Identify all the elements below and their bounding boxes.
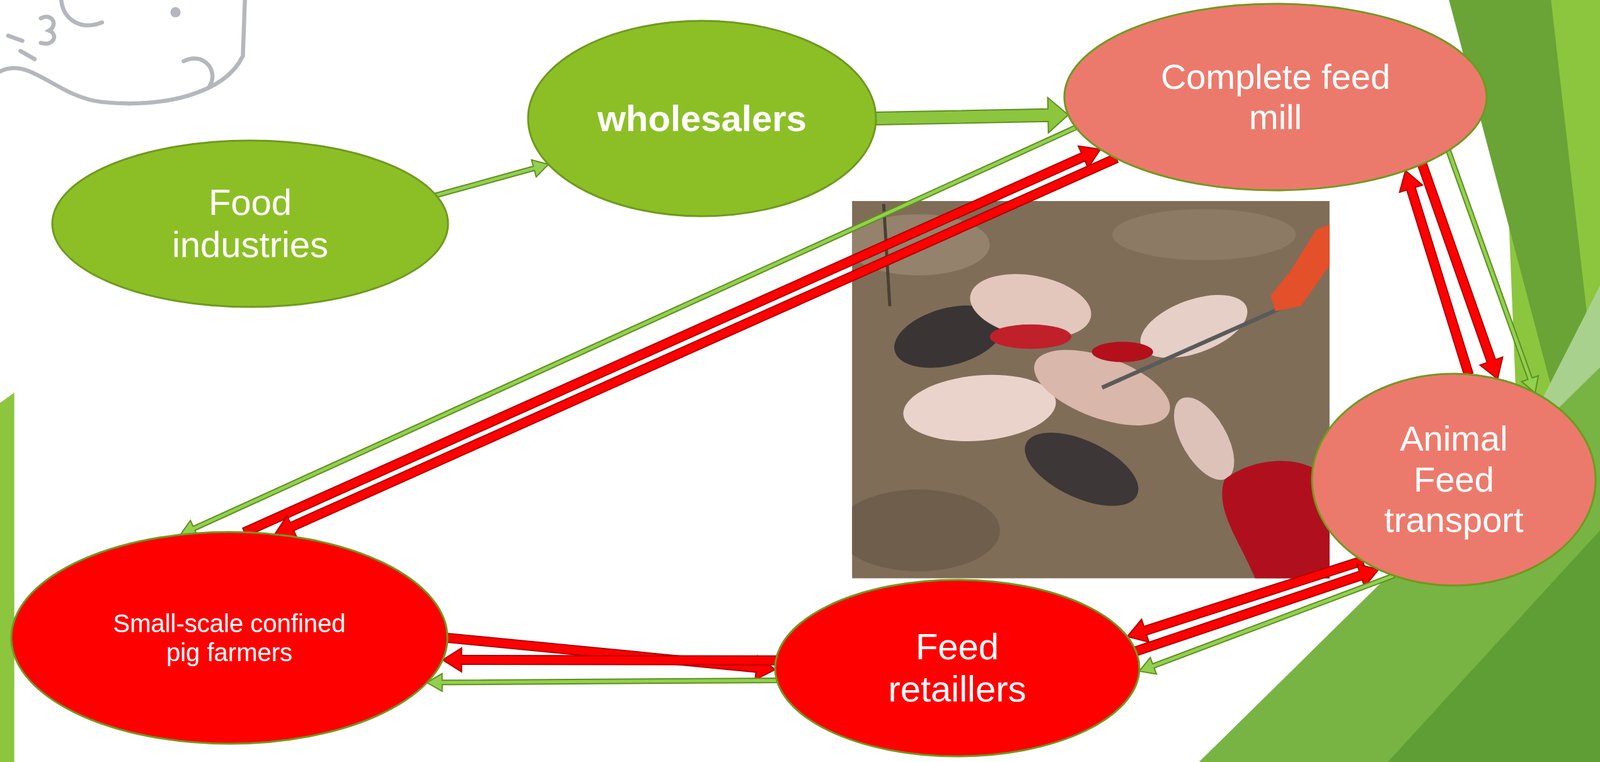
pig-eye <box>170 6 181 18</box>
ellipse-shape <box>775 579 1140 757</box>
glove <box>1270 224 1330 312</box>
flow-arrow <box>875 97 1069 133</box>
pig-ear <box>61 0 103 26</box>
node-label: Animal Feed transport <box>1368 418 1539 541</box>
pig-mark <box>8 35 23 41</box>
process-ellipse: Small-scale confined pig farmers <box>10 530 449 745</box>
process-ellipse: Complete feed mill <box>1063 2 1488 192</box>
blood <box>989 324 1072 350</box>
ellipse-shape <box>1312 373 1596 586</box>
pig-mark <box>40 16 55 44</box>
soil-patch <box>1112 209 1296 261</box>
label-group: wholesalers <box>597 97 807 140</box>
ellipse-shape <box>52 140 449 307</box>
process-ellipse: Animal Feed transport <box>1310 372 1597 587</box>
node-label: Small-scale confined pig farmers <box>97 608 362 667</box>
pig-outline <box>0 0 246 104</box>
process-ellipse: Food industries <box>51 139 450 309</box>
label-group: Animal Feed transport <box>1368 418 1539 541</box>
pig-body <box>1013 417 1149 521</box>
soil-patch <box>851 489 1001 571</box>
node-label: wholesalers <box>597 97 807 140</box>
process-ellipse: Feed retaillers <box>773 578 1141 758</box>
pig-snout <box>183 58 213 87</box>
flow-arrow <box>1134 564 1379 656</box>
node-label: Feed retaillers <box>862 625 1052 710</box>
flow-arrow <box>442 647 776 672</box>
knife <box>1102 306 1286 388</box>
photo <box>851 201 1330 579</box>
process-ellipse: wholesalers <box>526 19 878 218</box>
pig-mark <box>20 51 35 60</box>
blood <box>1092 341 1154 362</box>
green-band <box>0 392 15 762</box>
label-group: Complete feed mill <box>1143 56 1408 139</box>
label-group: Small-scale confined pig farmers <box>97 608 362 667</box>
flow-arrow <box>435 160 549 198</box>
ellipse-shape <box>1064 3 1487 191</box>
flow-arrow <box>427 673 777 692</box>
label-group: Food industries <box>146 181 355 266</box>
flow-arrow <box>1446 149 1539 394</box>
pig-sketch <box>0 0 246 104</box>
node-label: Food industries <box>146 181 355 266</box>
ellipse-shape <box>528 20 876 217</box>
node-label: Complete feed mill <box>1143 56 1408 139</box>
label-group: Feed retaillers <box>862 625 1052 710</box>
ellipse-shape <box>11 531 448 744</box>
ellipse-outline <box>10 530 449 745</box>
flow-arrow <box>1139 573 1395 675</box>
